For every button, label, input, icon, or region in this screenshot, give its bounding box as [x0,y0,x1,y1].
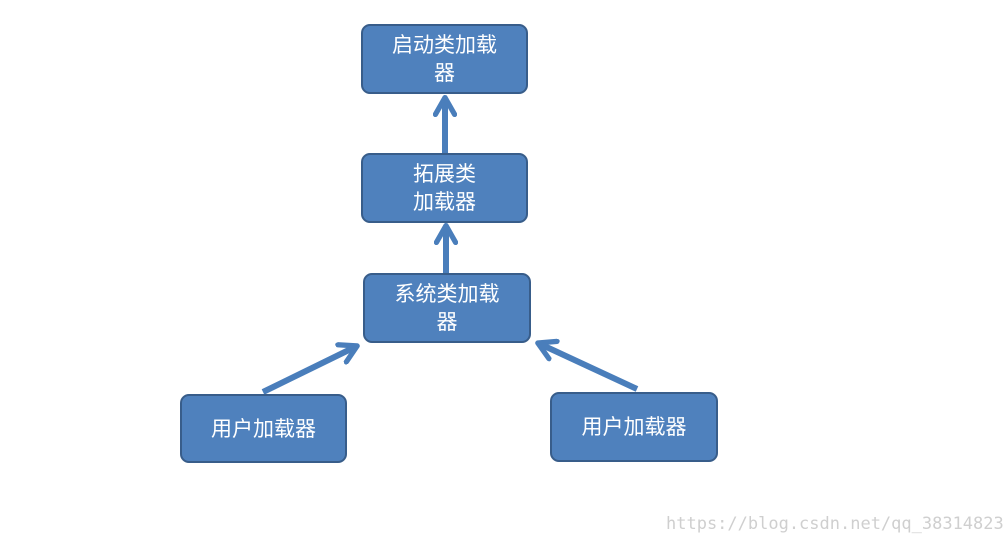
watermark: https://blog.csdn.net/qq_38314823 [666,514,1004,534]
user-loader-node-right: 用户加载器 [550,392,718,462]
user-loader-label-right: 用户加载器 [581,415,687,439]
extension-loader-label: 拓展类加载器 [413,162,476,214]
arrow-user-left-to-system [261,347,355,395]
bootstrap-loader-label: 启动类加载器 [392,33,497,85]
bootstrap-loader-node: 启动类加载器 [361,24,528,94]
system-loader-label: 系统类加载器 [394,282,500,334]
user-loader-label-left: 用户加载器 [211,416,316,441]
system-loader-node: 系统类加载器 [363,273,531,343]
arrow-user-right-to-system [540,344,639,392]
extension-loader-node: 拓展类加载器 [361,153,528,223]
user-loader-node-left: 用户加载器 [180,394,347,463]
